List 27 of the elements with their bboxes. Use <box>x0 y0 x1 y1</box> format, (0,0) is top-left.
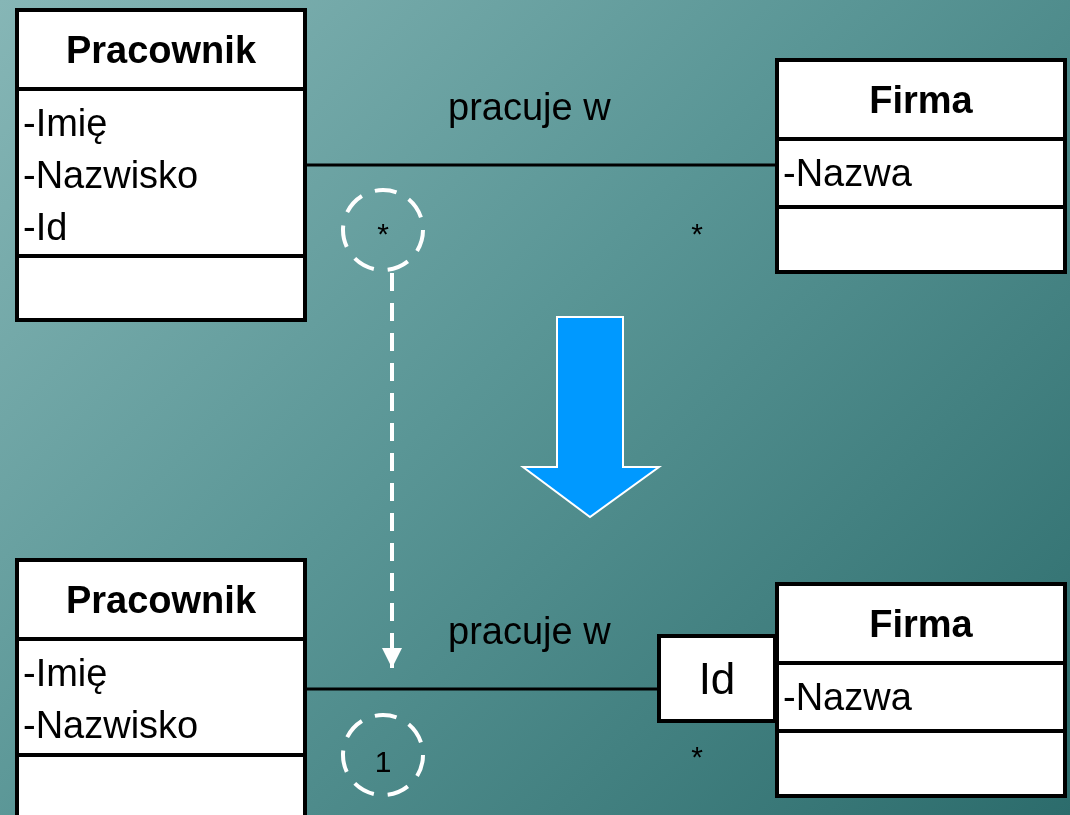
attribute: -Id <box>23 205 69 250</box>
association-line <box>307 163 775 167</box>
dashed-circle <box>340 712 426 798</box>
attribute: -Imię <box>23 101 109 146</box>
association-line <box>307 687 657 691</box>
multiplicity: 1 <box>374 747 392 777</box>
class-name: Pracownik <box>65 30 257 69</box>
dashed-arrow <box>382 273 402 668</box>
class-name: Pracownik <box>65 580 257 619</box>
attribute: -Nazwisko <box>23 703 200 748</box>
class-box <box>15 8 307 322</box>
class-name: Firma <box>869 80 973 119</box>
qualifier-box: Id <box>657 634 777 723</box>
attribute: -Imię <box>23 651 109 696</box>
attribute: -Nazwisko <box>23 153 200 198</box>
class-box <box>775 582 1067 798</box>
attribute: -Nazwa <box>783 675 913 720</box>
multiplicity: * <box>691 742 703 772</box>
attribute: -Nazwa <box>783 151 913 196</box>
edge-label: pracuje w <box>448 612 611 650</box>
class-name: Firma <box>869 604 973 643</box>
multiplicity: * <box>377 219 389 249</box>
class-box <box>775 58 1067 274</box>
class-box <box>15 558 307 815</box>
edge-label: pracuje w <box>448 88 611 126</box>
dashed-circle <box>340 187 426 273</box>
multiplicity: * <box>691 219 703 249</box>
